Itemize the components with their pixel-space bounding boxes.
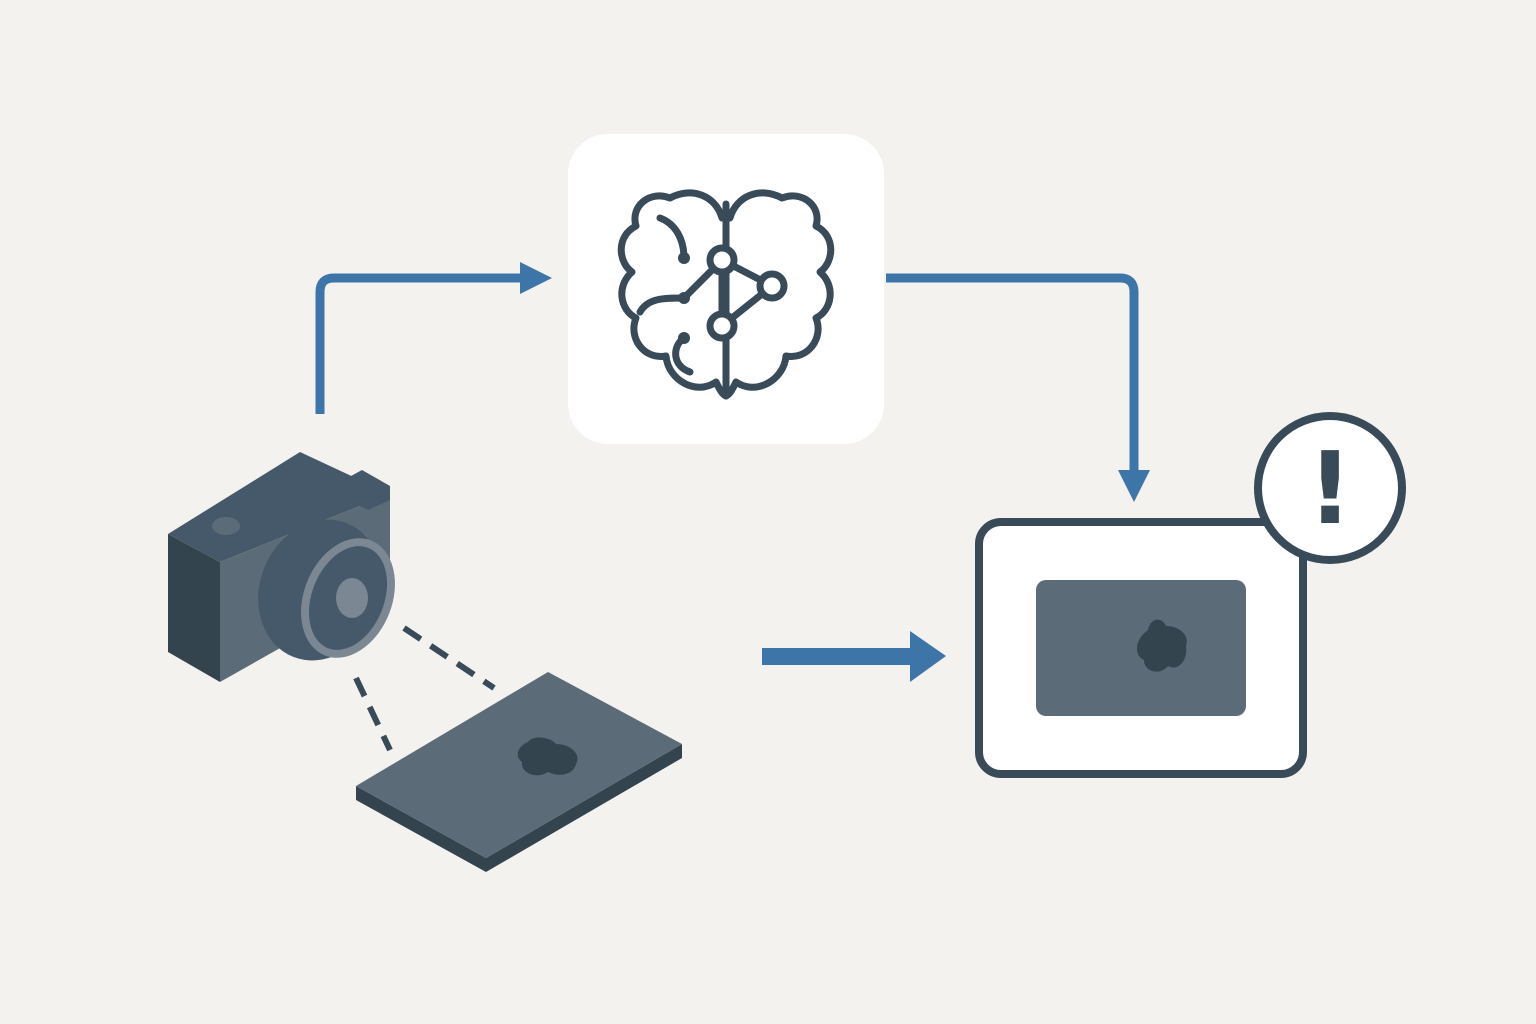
circuit-node-top	[706, 244, 738, 276]
brain-outline-left	[617, 189, 730, 400]
circuit-node-right	[756, 270, 788, 302]
camera-left-face	[168, 534, 220, 682]
camera-view-lines	[353, 625, 496, 752]
ai-model-node	[568, 134, 884, 444]
circuit-dot-lower	[678, 332, 690, 344]
camera-icon	[168, 452, 395, 682]
camera-shutter-button	[340, 470, 390, 510]
defect-display-icon	[975, 518, 1307, 778]
circuit-dot-middle	[678, 292, 690, 304]
arrow-sample-to-monitor-head	[910, 631, 946, 682]
alert-circle	[1254, 412, 1406, 564]
camera-viewfinder	[212, 517, 240, 535]
brain-outline-right	[722, 189, 835, 400]
circuit-dot-upper	[678, 252, 690, 264]
arrow-camera-to-ai	[315, 262, 552, 414]
arrow-sample-to-monitor-line	[762, 648, 916, 665]
arrow-camera-to-ai-line	[315, 273, 524, 414]
alert-badge: !	[1254, 412, 1406, 564]
plate-side	[356, 744, 682, 872]
camera-lens-glass	[336, 578, 368, 618]
arrow-ai-to-monitor-head	[1118, 470, 1150, 502]
defective-plate-icon	[356, 672, 682, 872]
arrow-camera-to-ai-head	[520, 262, 552, 294]
plate-defect-spot	[517, 737, 578, 776]
camera-view-line-2	[353, 676, 393, 752]
monitor-defect-spot	[1136, 619, 1187, 672]
plate-top	[356, 672, 682, 858]
arrow-ai-to-monitor	[886, 273, 1150, 502]
circuit-node-bottom	[706, 310, 738, 342]
arrow-ai-to-monitor-line	[886, 273, 1139, 474]
brain-circuit-icon	[617, 189, 835, 400]
exclamation-icon: !	[1307, 430, 1353, 547]
camera-view-line-1	[402, 625, 496, 691]
arrow-sample-to-monitor	[762, 631, 946, 682]
